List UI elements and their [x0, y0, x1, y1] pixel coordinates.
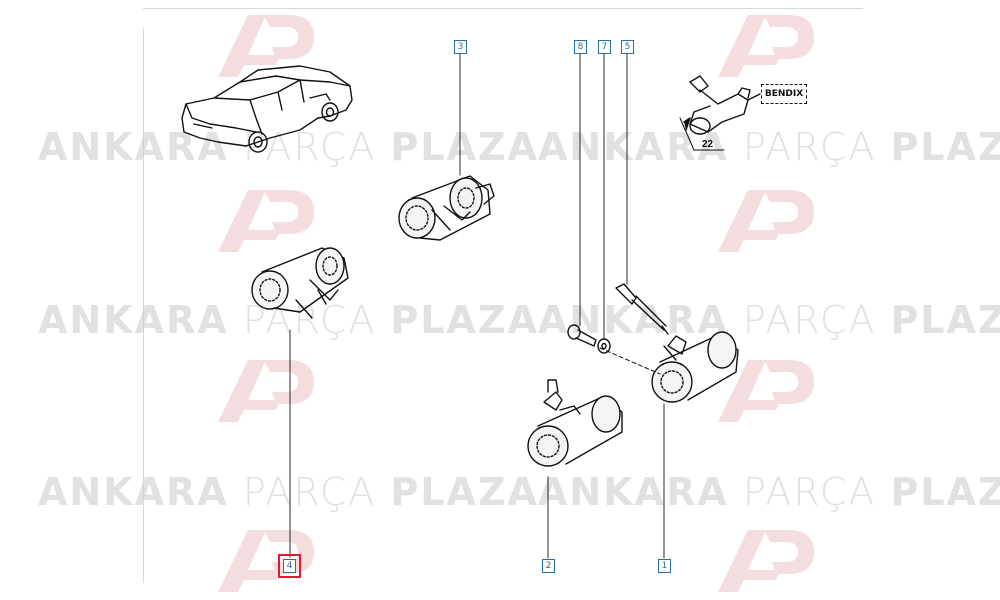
ap-logo — [718, 15, 814, 77]
callout-1[interactable]: 1 — [658, 559, 671, 573]
assembly-dashed-line — [599, 347, 661, 375]
part-7-washer — [597, 338, 611, 354]
callout-5[interactable]: 5 — [621, 40, 634, 54]
callout-7[interactable]: 7 — [598, 40, 611, 54]
part-5-bleed-screw — [615, 283, 669, 335]
top-frame-line — [143, 8, 863, 9]
part-1-wheel-cylinder — [651, 331, 739, 403]
dimension-label: 22 — [702, 139, 714, 150]
ap-logo — [718, 530, 814, 592]
watermark-text: ANKARA PARÇA PLAZA — [38, 298, 539, 342]
watermark-text: ANKARA PARÇA PLAZA — [538, 470, 1000, 514]
watermark-text: ANKARA PARÇA PLAZA — [38, 470, 539, 514]
part-2-wheel-cylinder — [527, 379, 623, 467]
ap-logo — [218, 15, 314, 77]
left-frame-line — [143, 28, 144, 583]
part-8-bolt — [567, 324, 597, 347]
part-4-wheel-cylinder — [251, 247, 349, 319]
ap-logo — [218, 190, 314, 252]
ap-logo — [218, 530, 314, 592]
watermark-text: ANKARA PARÇA PLAZA — [538, 298, 1000, 342]
bendix-fitting-detail — [679, 75, 761, 151]
ap-logo — [718, 190, 814, 252]
car-illustration — [181, 65, 353, 153]
ap-logo — [718, 360, 814, 422]
callout-8[interactable]: 8 — [574, 40, 587, 54]
ap-logo — [218, 360, 314, 422]
callout-2[interactable]: 2 — [542, 559, 555, 573]
bendix-label: BENDIX — [761, 84, 807, 104]
callout-3[interactable]: 3 — [454, 40, 467, 54]
callout-4[interactable]: 4 — [278, 554, 301, 578]
watermark-text: ANKARA PARÇA PLAZA — [38, 125, 539, 169]
part-3-wheel-cylinder — [398, 175, 495, 241]
